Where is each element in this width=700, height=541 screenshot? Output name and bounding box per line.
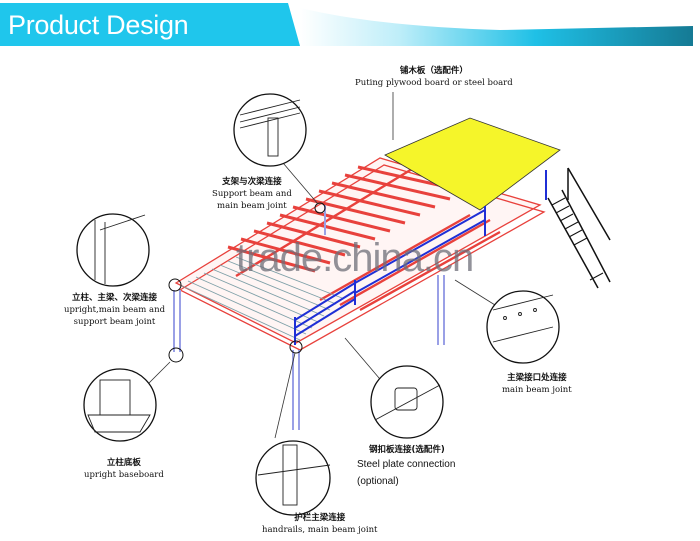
callout-support-beam-joint: 支架与次梁连接 Support beam and main beam joint xyxy=(212,176,292,212)
detail-steel-plate xyxy=(370,365,444,439)
callout-steel-plate-en1: Steel plate connection xyxy=(357,459,456,470)
callout-main-beam-joint-en: main beam joint xyxy=(502,385,572,395)
callout-upright-beam-joint-cn: 立柱、主梁、次梁连接 xyxy=(72,293,158,303)
deck-grating xyxy=(179,256,343,341)
callout-upright-baseboard: 立柱底板 upright baseboard xyxy=(84,457,164,481)
callout-support-beam-joint-en2: main beam joint xyxy=(217,201,287,211)
staircase xyxy=(547,167,611,289)
header-band: Product Design xyxy=(0,0,700,50)
callout-upright-baseboard-cn: 立柱底板 xyxy=(106,458,141,468)
callout-upright-beam-joint: 立柱、主梁、次梁连接 upright,main beam and support… xyxy=(64,292,165,328)
callout-plate: 铺木板（选配件） Puting plywood board or steel b… xyxy=(355,65,513,89)
callout-main-beam-joint-cn: 主梁接口处连接 xyxy=(507,373,567,383)
detail-main-beam-joint xyxy=(486,290,560,364)
callout-steel-plate-en2: (optional) xyxy=(357,476,399,487)
secondary-beams xyxy=(227,165,466,273)
callout-steel-plate-connection: 钢扣板连接(选配件) Steel plate connection (optio… xyxy=(357,444,455,490)
callout-support-beam-joint-en1: Support beam and xyxy=(212,189,292,199)
callout-handrail-joint: 护栏主梁连接 handrails, main beam joint xyxy=(262,512,377,536)
callout-plate-cn: 铺木板（选配件） xyxy=(399,66,468,76)
page-title: Product Design xyxy=(8,10,189,40)
detail-upright-beam-joint xyxy=(76,213,150,287)
detail-handrail-joint xyxy=(255,440,331,516)
plate-area xyxy=(384,117,561,211)
uprights xyxy=(173,205,445,430)
header-background xyxy=(0,3,693,48)
callout-upright-beam-joint-en1: upright,main beam and xyxy=(64,305,166,315)
handrails xyxy=(294,170,547,345)
watermark: trade.china.cn xyxy=(236,236,474,280)
callout-upright-baseboard-en: upright baseboard xyxy=(84,470,164,480)
detail-upright-baseboard xyxy=(83,368,157,442)
callout-main-beam-joint: 主梁接口处连接 main beam joint xyxy=(502,372,572,396)
detail-support-beam-joint xyxy=(233,93,307,167)
callout-handrail-joint-cn: 护栏主梁连接 xyxy=(294,513,346,523)
callout-plate-en: Puting plywood board or steel board xyxy=(355,78,513,88)
callout-handrail-joint-en: handrails, main beam joint xyxy=(262,525,378,535)
callout-upright-beam-joint-en2: support beam joint xyxy=(73,317,156,327)
callout-support-beam-joint-cn: 支架与次梁连接 xyxy=(222,177,282,187)
callout-steel-plate-cn: 钢扣板连接(选配件) xyxy=(369,445,445,455)
